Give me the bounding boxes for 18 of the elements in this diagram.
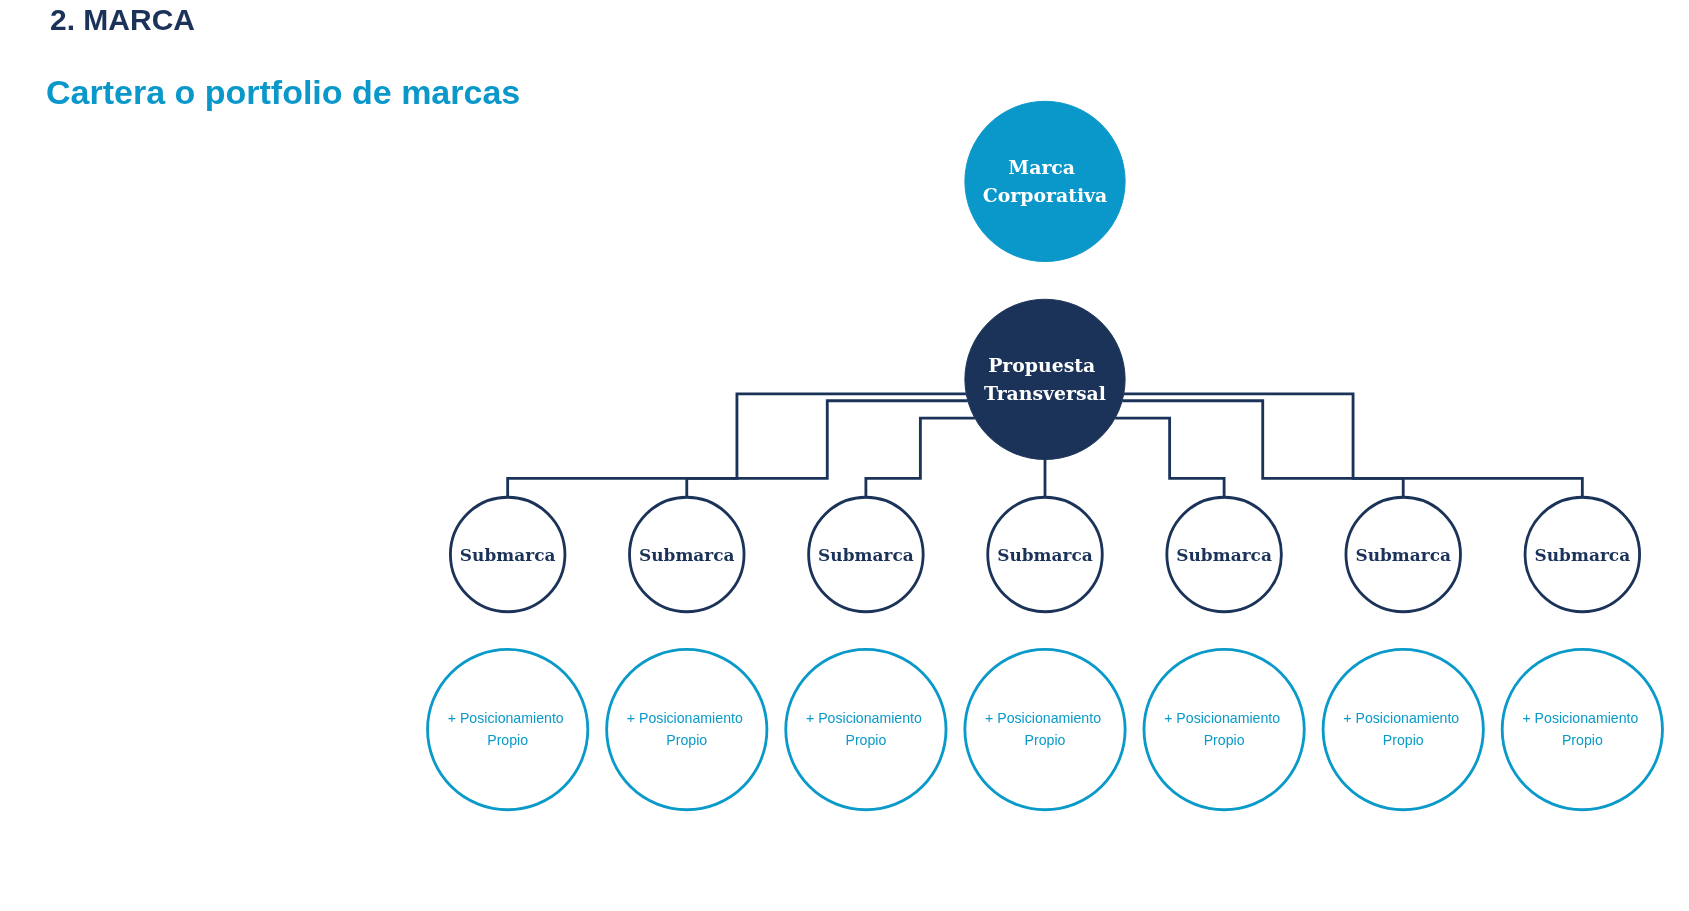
node-circle: Submarca — [807, 495, 925, 614]
node-circle: Propuesta Transversal — [964, 298, 1126, 460]
node-circle: + Posicionamiento Propio — [1321, 648, 1485, 812]
node-circle: Submarca — [1165, 495, 1283, 614]
node-circle: Submarca — [449, 495, 567, 614]
node-circle: + Posicionamiento Propio — [963, 648, 1127, 812]
page-title: 2. MARCA — [50, 2, 195, 38]
node-circle: Submarca — [986, 495, 1104, 614]
node-circle: Submarca — [1344, 495, 1462, 614]
node-circle: + Posicionamiento Propio — [784, 648, 948, 812]
subtitle: Cartera o portfolio de marcas — [46, 72, 521, 112]
node-circle: + Posicionamiento Propio — [605, 648, 769, 812]
node-circle: + Posicionamiento Propio — [1500, 648, 1664, 812]
node-circle: Marca Corporativa — [964, 100, 1126, 262]
node-circle: + Posicionamiento Propio — [1142, 648, 1306, 812]
node-circle: Submarca — [628, 495, 746, 614]
node-circle: Submarca — [1523, 495, 1641, 614]
node-circle: + Posicionamiento Propio — [426, 648, 590, 812]
